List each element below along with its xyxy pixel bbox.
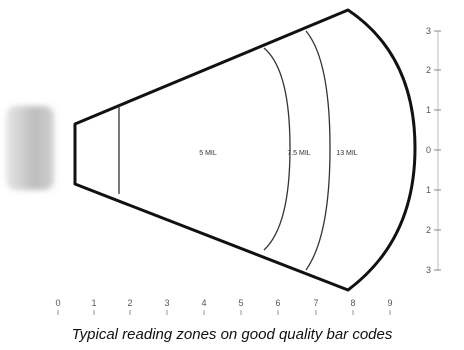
- y-tick-label: 2: [426, 65, 431, 75]
- y-tick-label: 2: [426, 225, 431, 235]
- zone-label-7-5-mil: 7.5 MIL: [287, 150, 310, 157]
- x-tick-label: 8: [350, 298, 355, 308]
- zone-boundary-13-mil: [305, 30, 331, 271]
- zone-label-5-mil: 5 MIL: [199, 150, 217, 157]
- x-tick-label: 7: [313, 298, 318, 308]
- y-tick-label: 1: [426, 185, 431, 195]
- figure-caption: Typical reading zones on good quality ba…: [71, 326, 393, 343]
- y-tick-label: 3: [426, 26, 431, 36]
- outer-zone-outline: [73, 8, 417, 292]
- y-tick-label: 1: [426, 105, 431, 115]
- scanner-image: [6, 106, 54, 190]
- x-tick-label: 3: [164, 298, 169, 308]
- y-tick-label: 3: [426, 265, 431, 275]
- x-tick-label: 9: [387, 298, 392, 308]
- x-tick-label: 2: [127, 298, 132, 308]
- x-tick-label: 5: [238, 298, 243, 308]
- y-axis: 3 2 1 0 1 2 3: [426, 26, 441, 275]
- x-tick-label: 0: [55, 298, 60, 308]
- zone-boundary-7-5-mil: [263, 47, 291, 251]
- x-tick-label: 1: [91, 298, 96, 308]
- y-tick-label: 0: [426, 145, 431, 155]
- x-axis: 0 1 2 3 4 5 6 7 8 9: [55, 298, 393, 315]
- zone-label-13-mil: 13 MIL: [336, 150, 358, 157]
- x-tick-label: 4: [201, 298, 206, 308]
- x-tick-label: 6: [275, 298, 280, 308]
